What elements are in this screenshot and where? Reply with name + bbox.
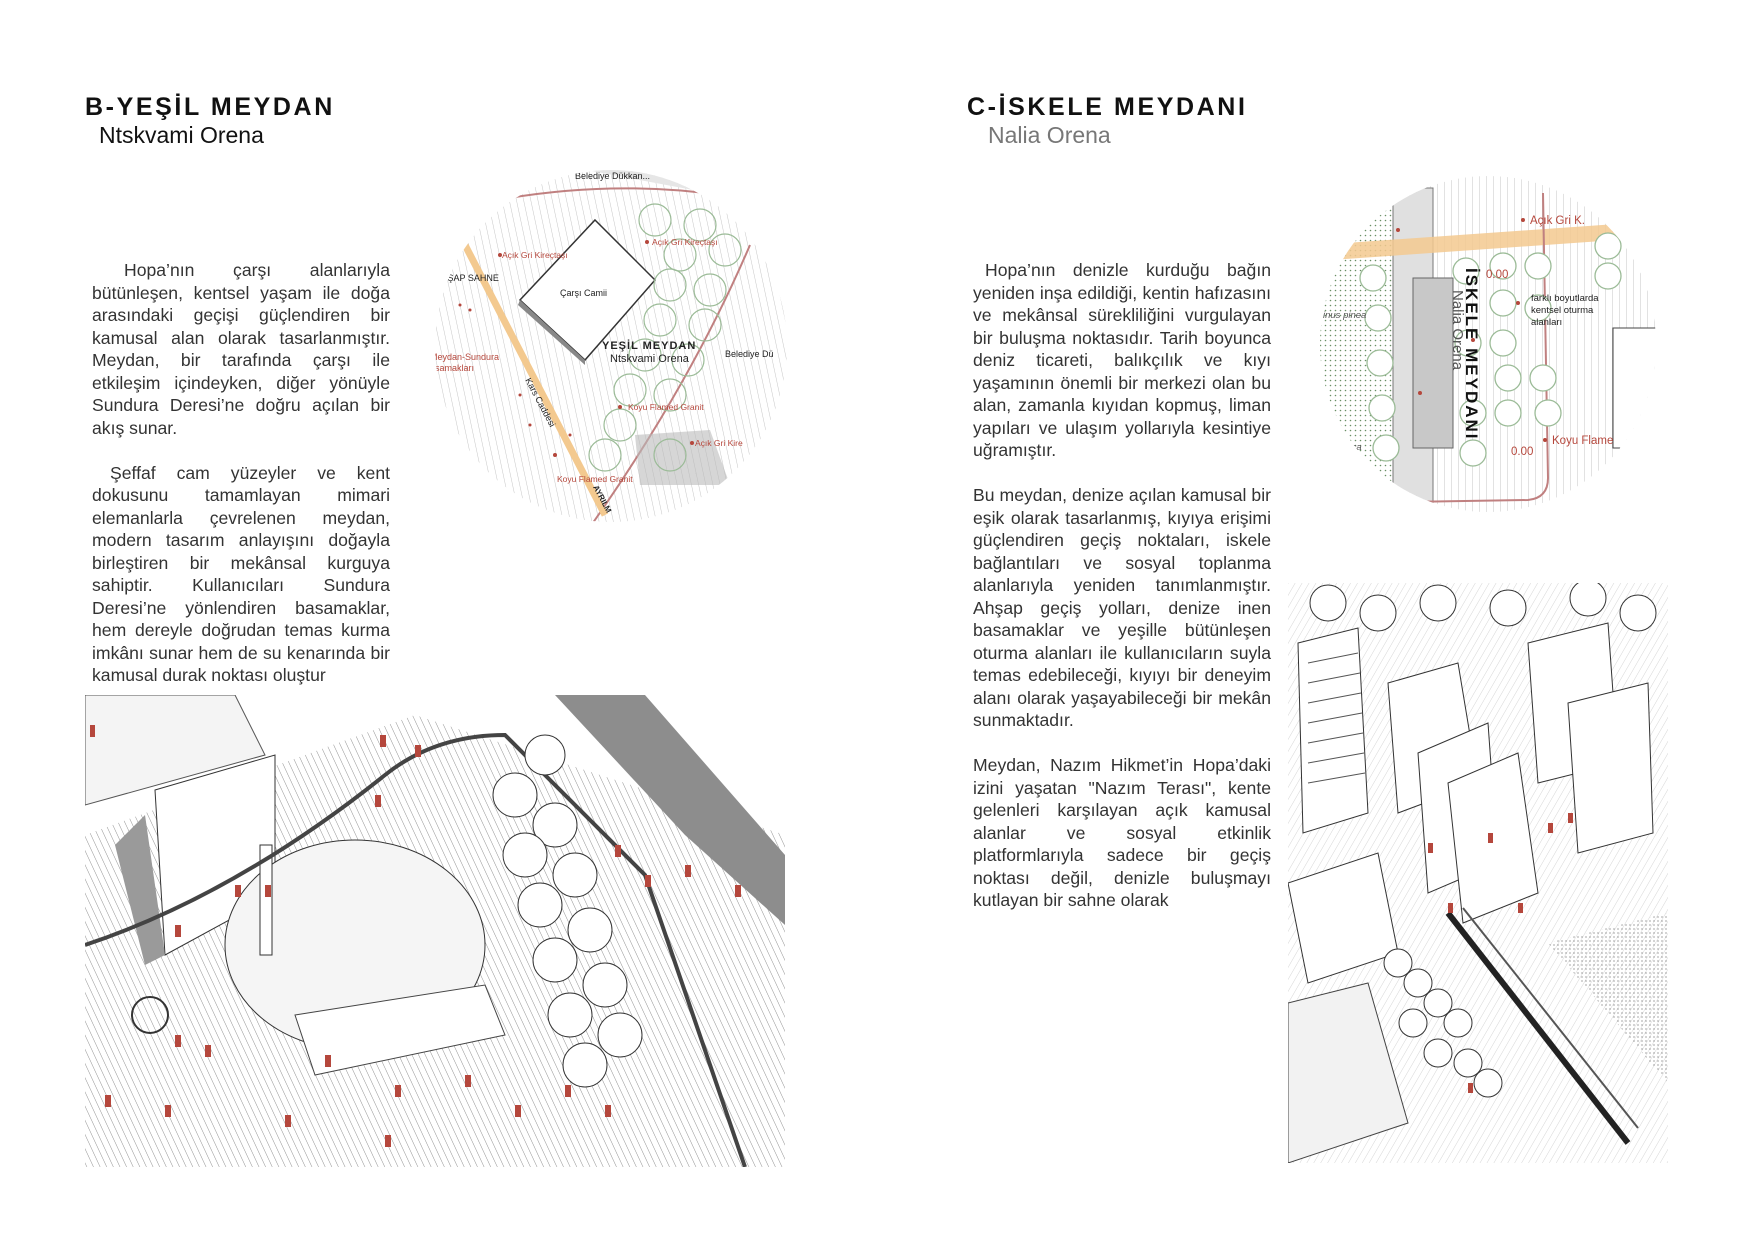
paragraph: Hopa’nın çarşı alanlarıyla bütünleşen, k…: [92, 260, 390, 438]
map-label: 0.00: [1486, 269, 1508, 281]
map-label: Çarşı Camii: [560, 288, 607, 298]
map-label: Açık Gri Kire: [695, 438, 743, 448]
map-label: İŞAP SAHNE: [445, 273, 499, 283]
section-c-subtitle: Nalia Orena: [988, 122, 1111, 148]
map-label: ylvatica: [1329, 442, 1362, 453]
section-b-subtitle: Ntskvami Orena: [99, 122, 264, 148]
section-b-title: B-YEŞİL MEYDAN: [85, 93, 335, 121]
section-c-text: Hopa’nın denizle kurduğu bağın yeniden i…: [973, 259, 1271, 934]
map-label: 0.00: [1511, 446, 1533, 458]
map-label: Koyu Flamed Granit: [557, 474, 633, 484]
map-label: Koyu Flame: [1552, 435, 1613, 447]
map-label: kentsel oturma: [1531, 305, 1594, 316]
map-label: asamakları: [430, 363, 474, 373]
iskele-meydani-site-plan: Açık Gri K. 0.00 0.00 Koyu Flame farklı …: [1320, 176, 1656, 512]
map-label: Açık Gri K.: [1530, 215, 1585, 227]
map-plan-title: YEŞİL MEYDAN: [602, 339, 696, 352]
map-plan-subtitle: Nalia Orena: [1449, 290, 1466, 371]
iskele-meydani-axonometric-drawing: [1288, 583, 1668, 1163]
map-label: Açık Gri Kireçtaşı: [502, 250, 568, 260]
paragraph: Şeffaf cam yüzeyler ve kent dokusunu tam…: [92, 462, 390, 686]
map-label: Meydan-Sundura: [430, 352, 499, 362]
map-plan-title: İSKELE MEYDANI: [1462, 268, 1481, 441]
map-label: Belediye Dü: [725, 349, 774, 359]
yesil-meydan-site-plan: Açık Gri Kireçtaşı Açık Gri Kireçtaşı Me…: [430, 170, 787, 522]
map-label: Belediye Dükkan...: [575, 171, 650, 181]
map-label: Koyu Flamed Granit: [628, 402, 704, 412]
map-label: alanları: [1531, 317, 1562, 328]
map-plan-subtitle: Ntskvami Orena: [610, 353, 690, 365]
map-label: farklı boyutlarda: [1531, 293, 1599, 304]
map-label: Açık Gri Kireçtaşı: [652, 237, 718, 247]
yesil-meydan-axonometric-drawing: [85, 695, 785, 1167]
paragraph: Hopa’nın denizle kurduğu bağın yeniden i…: [973, 260, 1271, 460]
map-label: inus pinea: [1323, 310, 1366, 321]
paragraph: Bu meydan, denize açılan kamusal bir eşi…: [973, 485, 1271, 730]
section-c-title: C-İSKELE MEYDANI: [967, 93, 1248, 121]
paragraph: Meydan, Nazım Hikmet’in Hopa’daki izini …: [973, 755, 1271, 910]
section-b-text: Hopa’nın çarşı alanlarıyla bütünleşen, k…: [92, 259, 390, 709]
